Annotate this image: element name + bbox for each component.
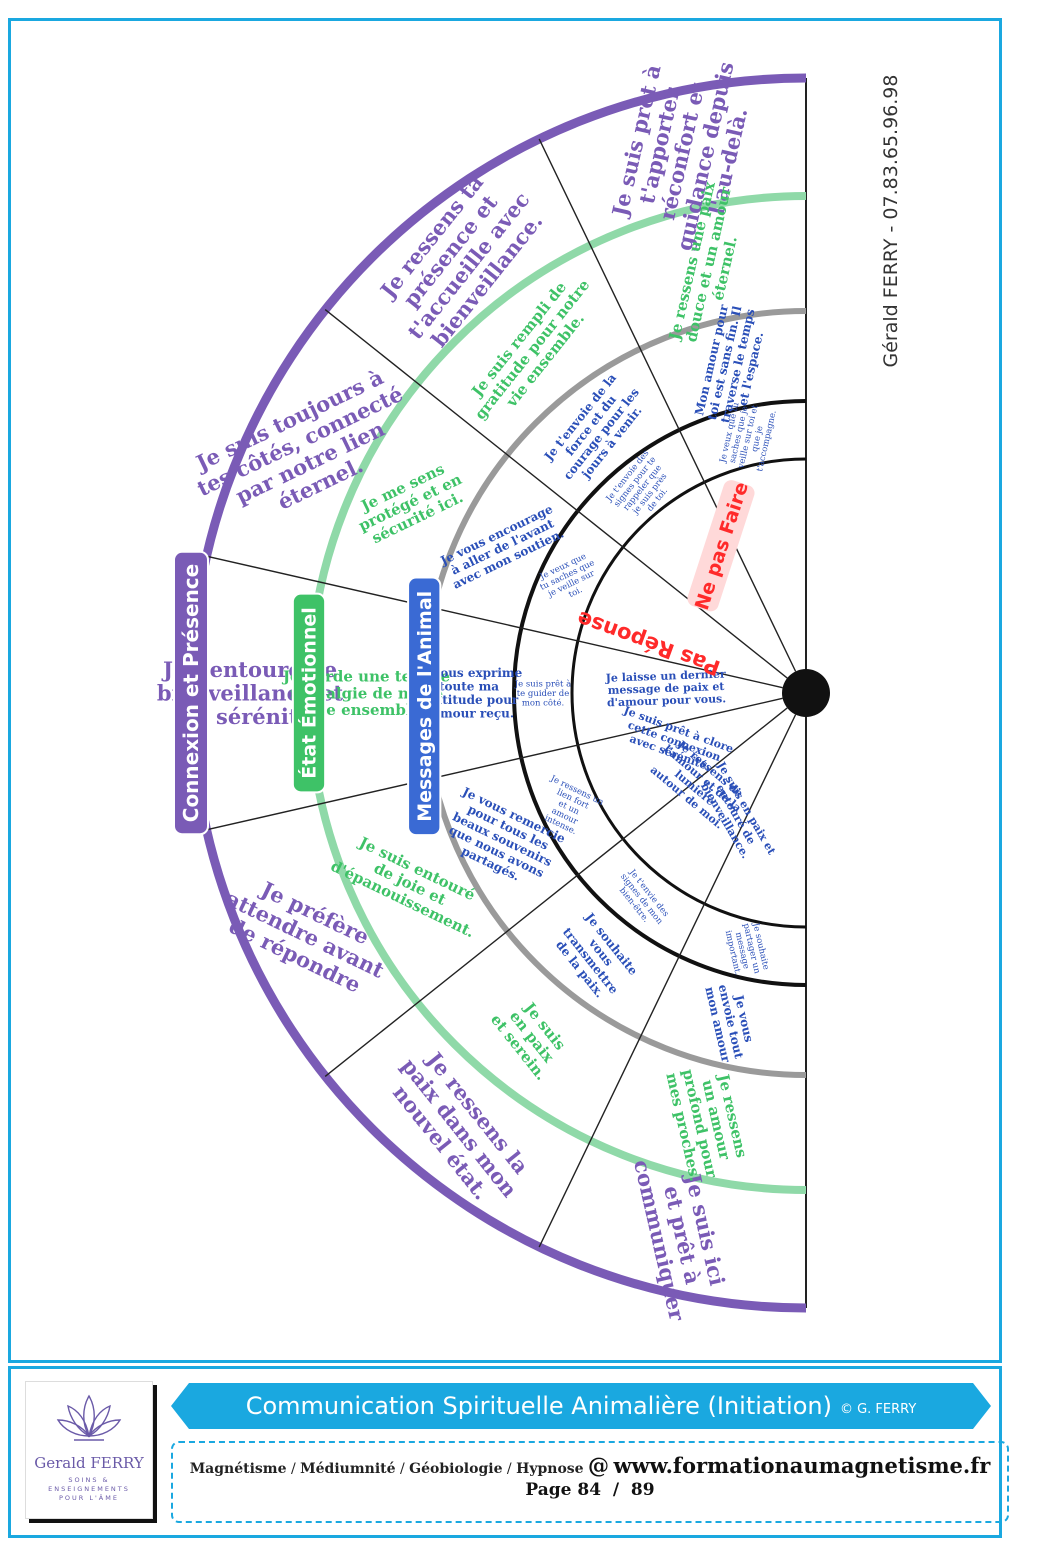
page-total: 89 — [630, 1480, 655, 1500]
label-pas-reponse: Pas Réponse — [574, 606, 724, 680]
label-messages-animal: Messages de l'Animal — [407, 576, 442, 837]
label-connexion-presence: Connexion et Présence — [173, 550, 209, 836]
disciplines-line: Magnétisme / Médiumnité / Géobiologie / … — [189, 1453, 991, 1478]
side-contact: Gérald FERRY - 07.83.65.96.98 — [880, 74, 902, 368]
label-etat-emotionnel: État Émotionnel — [291, 592, 327, 794]
ring-black-inner — [570, 457, 807, 929]
label-etat-emotionnel-bg — [291, 592, 327, 794]
sector-divider — [538, 138, 797, 672]
course-banner: Communication Spirituelle Animalière (In… — [171, 1383, 991, 1429]
message-sector-text-line: toute ma — [439, 679, 499, 693]
message-sector-text-line: gratitude pour — [420, 693, 519, 707]
course-title: Communication Spirituelle Animalière (In… — [245, 1392, 832, 1420]
inner-extra-text-line: d'amour pour vous. — [607, 692, 727, 709]
message-sector-text-line: Je vous exprime — [415, 666, 523, 680]
sector-divider — [324, 707, 788, 1077]
label-connexion-presence-text: Connexion et Présence — [179, 564, 203, 822]
lotus-icon — [56, 1394, 122, 1441]
inner-sector-text-line: mon côté. — [522, 697, 564, 708]
logo: Gerald FERRY SOINS & ENSEIGNEMENTS POUR … — [25, 1381, 153, 1519]
page-indicator: Page 84 / 89 — [525, 1480, 655, 1500]
label-etat-emotionnel-text: État Émotionnel — [298, 607, 321, 779]
discipline-magnetisme[interactable]: Magnétisme — [189, 1461, 287, 1477]
discipline-geobiologie[interactable]: Géobiologie — [409, 1461, 503, 1477]
copyright: © G. FERRY — [839, 1401, 917, 1417]
emotional-sector-text-line: nostalgie de notre — [290, 684, 443, 702]
message-sector-text-line: l'amour reçu. — [424, 706, 514, 720]
label-connexion-presence-bg — [173, 550, 209, 836]
label-messages-animal-bg — [407, 576, 442, 837]
inner-sector-text-line: te guider de — [517, 689, 570, 699]
inner-extra-text-line: message de paix et — [608, 680, 726, 697]
inner-sector-text-line: Je suis prêt à — [514, 678, 571, 689]
ring-black-thick — [512, 399, 807, 987]
page-current: 84 — [577, 1480, 602, 1500]
sector-divider — [206, 697, 783, 831]
discipline-mediumnite[interactable]: Médiumnité — [300, 1461, 396, 1477]
website-link[interactable]: www.formationaumagnetisme.fr — [613, 1453, 991, 1478]
ne-pas-faire-bg — [687, 480, 755, 612]
emotional-sector-text-line: vie ensemble — [311, 701, 421, 719]
emotional-sector-text-line: gratitude pour notre — [471, 276, 593, 423]
discipline-hypnose[interactable]: Hypnose — [516, 1461, 584, 1477]
footer: Gerald FERRY SOINS & ENSEIGNEMENTS POUR … — [8, 1366, 1009, 1538]
logo-tagline: SOINS & ENSEIGNEMENTS POUR L'ÂME — [48, 1476, 130, 1502]
at-sign: @ — [588, 1453, 610, 1478]
label-ne-pas-faire: Ne pas Faire — [687, 479, 755, 613]
inner-extra-text-line: Je laisse un dernier — [604, 668, 726, 685]
footer-links-box: Magnétisme / Médiumnité / Géobiologie / … — [171, 1441, 1009, 1523]
sector-divider — [206, 555, 783, 689]
sector-divider — [538, 714, 797, 1248]
logo-name: Gerald FERRY — [34, 1454, 144, 1472]
sector-divider — [324, 309, 788, 679]
label-messages-animal-text: Messages de l'Animal — [414, 591, 436, 822]
wheel-hub — [782, 669, 830, 717]
